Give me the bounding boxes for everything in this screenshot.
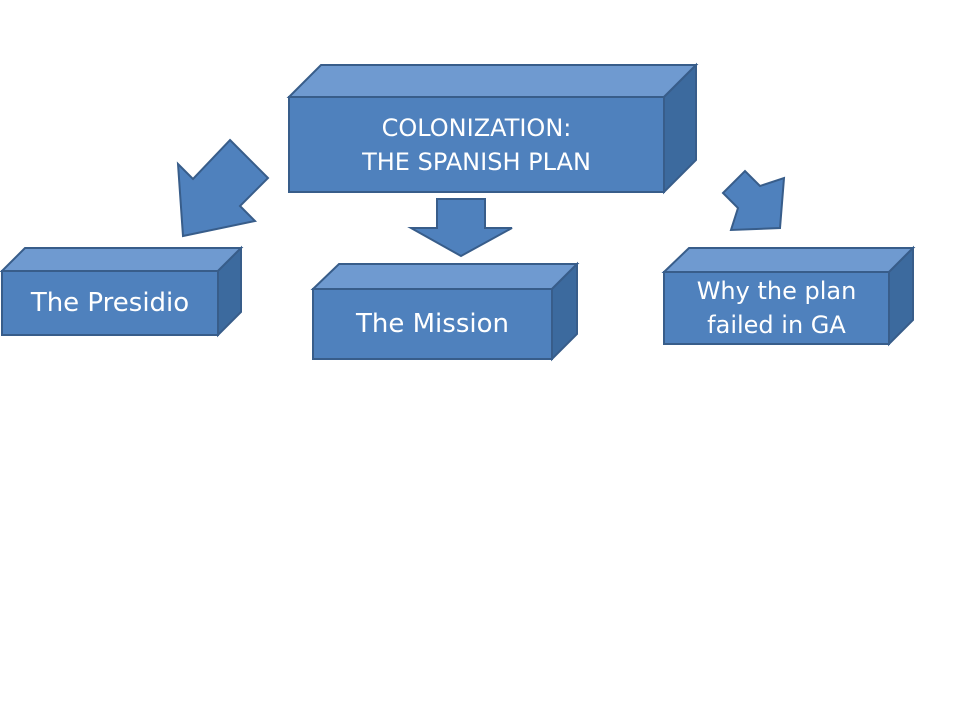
presidio-block	[0, 245, 244, 338]
arrow-to-failed	[721, 169, 786, 232]
main-block-title-line2: THE SPANISH PLAN	[362, 147, 591, 176]
mission-label: The Mission	[313, 289, 552, 359]
mission-label-text: The Mission	[356, 309, 509, 339]
failed-label: Why the plan failed in GA	[664, 272, 889, 344]
arrow-to-presidio	[176, 138, 270, 238]
failed-label-line1: Why the plan	[696, 277, 857, 305]
main-block-label: COLONIZATION: THE SPANISH PLAN	[289, 97, 664, 192]
presidio-block-front-face	[1, 270, 219, 336]
failed-block-top-face	[661, 247, 916, 273]
main-block-front-face	[288, 96, 665, 193]
main-block	[286, 62, 699, 195]
presidio-label-text: The Presidio	[30, 288, 190, 318]
failed-label-line2: failed in GA	[707, 311, 846, 339]
presidio-block-top-face	[0, 247, 244, 272]
mission-block	[310, 261, 580, 362]
arrow-to-mission	[407, 198, 513, 258]
main-block-title-line1: COLONIZATION:	[381, 113, 572, 142]
failed-block-front-face	[663, 271, 890, 345]
presidio-label: The Presidio	[2, 271, 218, 335]
main-block-top-face	[286, 64, 699, 98]
failed-block	[661, 245, 916, 347]
mission-block-front-face	[312, 288, 553, 360]
mission-block-top-face	[310, 263, 580, 290]
